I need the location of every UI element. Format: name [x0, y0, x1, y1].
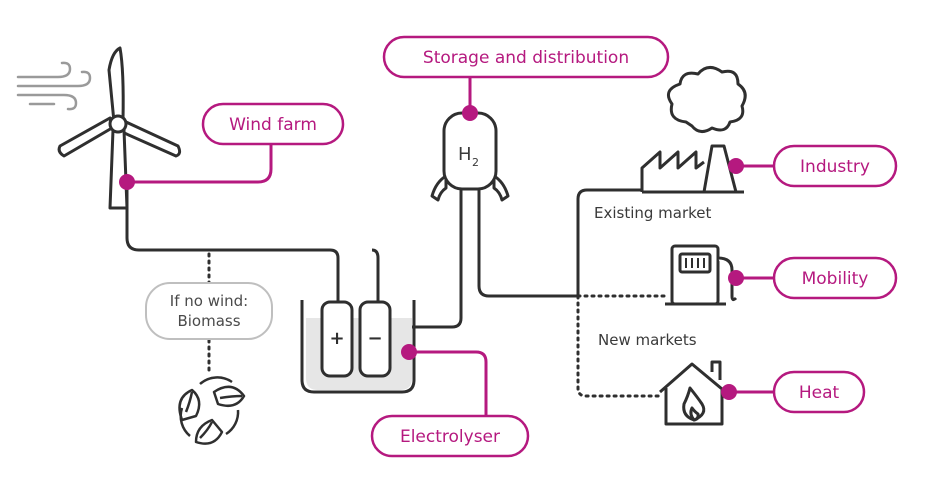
- anode-plus-label: +: [329, 328, 344, 349]
- dot-industry: [728, 158, 744, 174]
- pill-heat: Heat: [772, 370, 866, 414]
- heat-label: Heat: [799, 383, 840, 403]
- factory-icon: [640, 66, 747, 194]
- wind-gust-icon: [16, 61, 92, 111]
- pill-if-no-wind-biomass: If no wind: Biomass: [145, 282, 273, 340]
- biomass-label: Biomass: [177, 312, 240, 330]
- pill-storage-distribution: Storage and distribution: [382, 35, 670, 79]
- storage-label: Storage and distribution: [423, 48, 629, 68]
- electrolyser-label: Electrolyser: [400, 427, 500, 447]
- if-no-wind-label: If no wind:: [170, 292, 248, 310]
- cathode-minus-label: −: [367, 328, 382, 349]
- electrolyser-icon: + −: [300, 300, 416, 394]
- dot-electrolyser: [401, 344, 417, 360]
- existing-market-label: Existing market: [594, 204, 712, 222]
- tank-subscript-label: 2: [472, 156, 479, 169]
- accent-dots: [119, 105, 744, 400]
- house-flame-icon: [659, 360, 729, 426]
- dot-heat: [721, 384, 737, 400]
- fuel-pump-icon: [665, 244, 738, 306]
- pill-mobility: Mobility: [772, 256, 898, 300]
- industry-label: Industry: [800, 157, 870, 177]
- wind-farm-label: Wind farm: [229, 115, 317, 135]
- dot-storage: [462, 105, 478, 121]
- connector-lines: [125, 182, 642, 329]
- new-markets-label: New markets: [598, 331, 697, 349]
- pill-electrolyser: Electrolyser: [370, 414, 530, 458]
- wind-turbine-icon: [57, 46, 182, 210]
- dot-wind-farm: [119, 174, 135, 190]
- biomass-leaves-icon: [178, 376, 246, 445]
- hydrogen-tank-icon: H 2: [430, 111, 510, 202]
- pill-industry: Industry: [772, 144, 898, 188]
- dotted-connectors: [207, 252, 666, 398]
- pill-wind-farm: Wind farm: [201, 102, 345, 146]
- mobility-label: Mobility: [802, 269, 869, 289]
- tank-h-label: H: [458, 144, 472, 165]
- dot-mobility: [728, 270, 744, 286]
